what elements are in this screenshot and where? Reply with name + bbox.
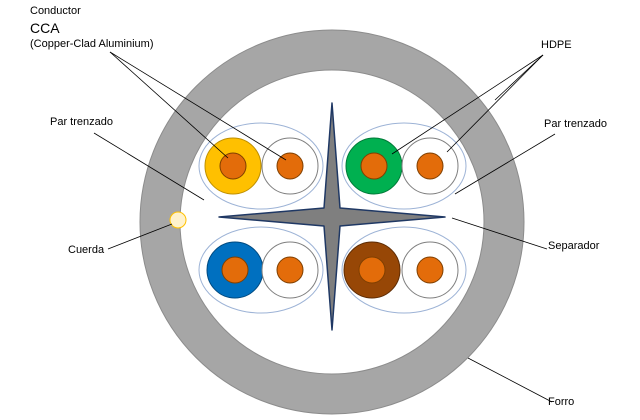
label-separador: Separador bbox=[548, 240, 600, 252]
label-conductor: Conductor bbox=[30, 5, 81, 17]
pair-outline-green bbox=[341, 122, 467, 210]
label-cca-full: (Copper-Clad Aluminium) bbox=[30, 38, 154, 50]
label-forro: Forro bbox=[548, 396, 575, 408]
pair-outline-orange bbox=[198, 122, 324, 210]
ripcord bbox=[169, 211, 187, 229]
leader-line-forro bbox=[467, 357, 553, 403]
pair-outline-brown bbox=[341, 226, 467, 314]
leader-line-cca-1 bbox=[109, 51, 229, 159]
conductor-core bbox=[221, 256, 249, 284]
label-cca: CCA bbox=[30, 20, 60, 36]
separator-cross bbox=[218, 102, 446, 331]
conductor-core bbox=[360, 152, 388, 180]
label-cuerda: Cuerda bbox=[68, 244, 105, 256]
conductor-core bbox=[416, 152, 444, 180]
leader-line-hdpe-2 bbox=[446, 54, 544, 153]
leader-line-cca-2 bbox=[109, 51, 287, 161]
leader-line-separador bbox=[451, 217, 548, 250]
twisted-pair-orange bbox=[204, 137, 319, 195]
twisted-pair-blue bbox=[206, 241, 319, 299]
leader-line-par-right bbox=[454, 133, 556, 195]
twisted-pair-green bbox=[345, 137, 459, 195]
label-hdpe: HDPE bbox=[541, 39, 572, 51]
conductor-core bbox=[219, 152, 247, 180]
conductor-core bbox=[276, 256, 304, 284]
label-par-trenzado-left: Par trenzado bbox=[50, 116, 113, 128]
leader-line-hdpe-3 bbox=[494, 54, 544, 101]
conductor-core bbox=[358, 256, 386, 284]
conductor-core bbox=[276, 152, 304, 180]
pair-outline-blue bbox=[198, 226, 324, 314]
label-par-trenzado-right: Par trenzado bbox=[544, 118, 607, 130]
conductor-core bbox=[416, 256, 444, 284]
leader-line-hdpe-1 bbox=[391, 54, 544, 155]
leader-line-par-left bbox=[93, 132, 205, 201]
leader-line-cuerda bbox=[107, 223, 173, 250]
twisted-pair-brown bbox=[343, 241, 459, 299]
